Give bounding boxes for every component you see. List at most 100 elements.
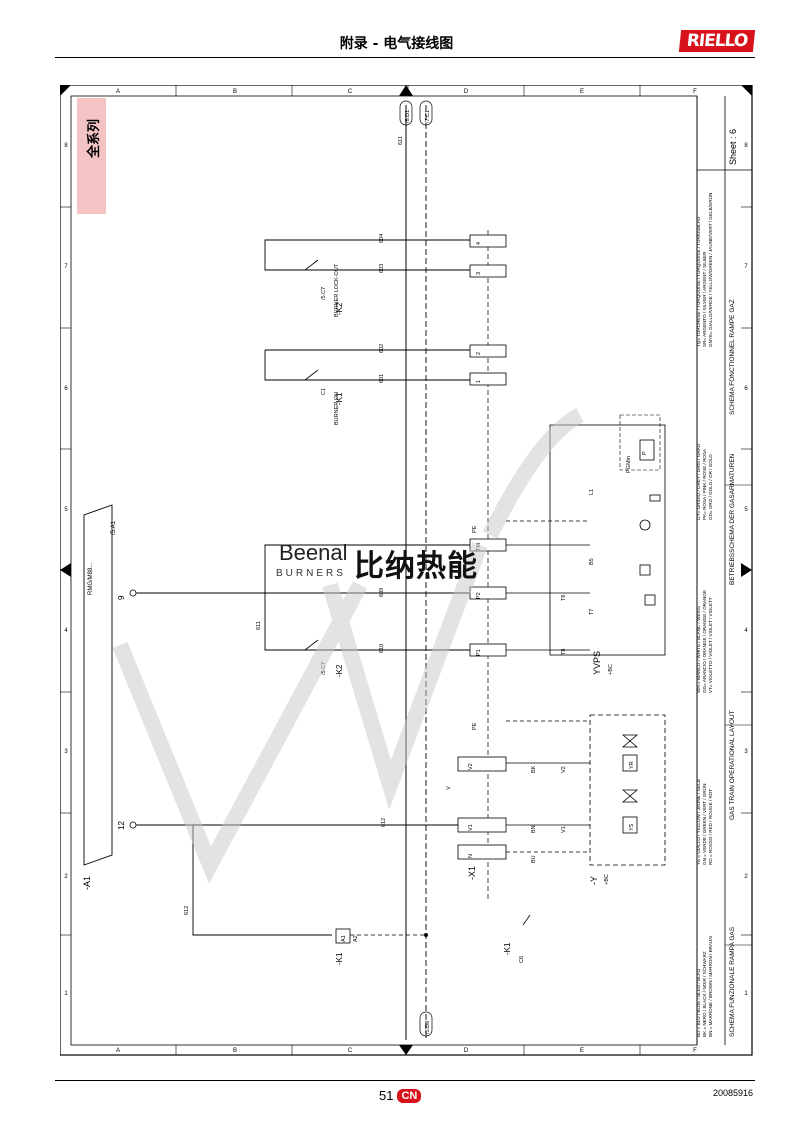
row-letter: F: [693, 1048, 697, 1054]
diagram-label: N: [468, 854, 474, 858]
document-code: 20085916: [712, 1088, 753, 1098]
footer-divider: [55, 1080, 755, 1081]
col-number: 8: [744, 143, 748, 149]
yvps-group: [549, 424, 666, 656]
sheet-number: Sheet : 6: [728, 129, 738, 165]
row-letter: A: [116, 1048, 120, 1054]
diagram-label: A2: [353, 935, 359, 942]
diagram-label: YR: [629, 761, 635, 769]
col-number: 3: [744, 749, 748, 755]
x1-label: -X1: [467, 866, 477, 880]
diagram-label: T7: [589, 609, 595, 615]
wire-label: 602: [379, 344, 385, 353]
col-number: 7: [744, 264, 748, 270]
page-number: 51 CN: [379, 1088, 422, 1103]
legend-item: VT= VIOLETTO / VIOLET / VIOLET / VIOLETT: [708, 597, 713, 693]
diagram-label: V2: [561, 766, 567, 773]
wire-label: 610: [379, 644, 385, 653]
legend-item: YE = GIALLO / YELLOW / JAUNE / GELB: [696, 779, 701, 865]
diagram-label: V1: [468, 824, 474, 831]
legend-item: BN = MARRONE / BROWN / MARRON / BRAUN: [708, 936, 713, 1037]
row-letter: C: [348, 1048, 353, 1054]
diagram-label: PGMin: [626, 456, 632, 473]
a1-label: -A1: [82, 876, 92, 890]
watermark-brand: Beenal: [279, 540, 348, 565]
legend-item: GD= ORO / GOLD / OR / GOLD: [708, 454, 713, 520]
relay-k1-on: -K1: [335, 392, 344, 405]
diagram-label: P1: [476, 649, 482, 656]
watermark-brand-cn: 比纳热能: [354, 549, 478, 584]
relay-k1-aux: -K1: [503, 942, 512, 955]
page-title: 附录 - 电气接线图: [339, 36, 454, 52]
ref-tag: /8.D1: [405, 110, 411, 123]
row-letter: C: [348, 89, 353, 95]
diagram-label: T6: [561, 595, 567, 601]
wire-label: 603: [379, 264, 385, 273]
col-number: 6: [744, 386, 748, 392]
diagram-label: PE: [472, 722, 478, 730]
diagram-label: P: [642, 451, 648, 455]
col-number: 4: [744, 628, 748, 634]
ref-tag: /7.C1: [425, 110, 431, 123]
col-number: 1: [744, 991, 748, 997]
wiring-diagram: A B C D E F A B C D E F 1 2 3 4 5 6 7 8 …: [60, 85, 753, 1056]
diagram-label: 4: [476, 242, 482, 245]
diagram-label: +BC: [604, 874, 610, 885]
legend-item: TQ= TURCHESE / TURQUOISE / TURQUOISE / T…: [696, 217, 701, 347]
valve-y-label: -Y: [589, 876, 599, 885]
wire-label: 604: [379, 234, 385, 243]
legend-item: GNYE= GIALLO/VERDE / YELLOW/GREEN / JAUN…: [707, 193, 713, 347]
diagram-label: BK: [531, 765, 537, 773]
row-letter: A: [116, 89, 120, 95]
wire-label: 611: [398, 136, 404, 145]
language-badge: CN: [397, 1088, 422, 1103]
diagram-label: BU: [531, 855, 537, 863]
relay-k2-lock: -K2: [335, 302, 344, 315]
terminal-label: 9: [117, 595, 126, 600]
diagram-label: L1: [589, 489, 595, 495]
row-letter: D: [464, 89, 469, 95]
wire-label: 612: [184, 906, 190, 915]
row-letter: E: [580, 1048, 584, 1054]
page-number-value: 51: [379, 1088, 394, 1103]
a1-model: RMG/M88...: [88, 562, 94, 595]
wire-label: 612: [381, 818, 387, 827]
diagram-label: 1: [476, 380, 482, 383]
terminal-label: 12: [117, 821, 126, 830]
watermark-brand-sub: BURNERS: [276, 568, 346, 579]
a1-ref: /5.A1: [111, 520, 117, 535]
diagram-label: V2: [468, 763, 474, 770]
legend-item: WH = BIANCO / WHITE / BLANC / WEISS: [696, 606, 701, 693]
col-number: 7: [64, 264, 68, 270]
header-divider: [55, 57, 755, 58]
legend-item: GN = VERDE / GREEN / VERT / GRÜN: [701, 784, 707, 865]
legend-item: SR= ARGENTO / SILVER / ARGENT / SILBER: [702, 251, 707, 347]
diagram-label: PE: [472, 525, 478, 533]
wire-label: 601: [379, 374, 385, 383]
row-letter: D: [464, 1048, 469, 1054]
col-number: 3: [64, 749, 68, 755]
diagram-label: V: [446, 786, 452, 790]
diagram-label: YS: [629, 823, 635, 831]
legend-item: OG= ARANCIO / ORANGE / ORANGE / ORANGE: [702, 590, 707, 693]
legend-item: PK= ROSA / PINK / ROSE / ROSA: [702, 448, 707, 520]
title-de: BETRIEBSSCHEMA DER GASARMATUREN: [729, 453, 736, 585]
col-number: 2: [64, 874, 68, 880]
col-number: 2: [744, 874, 748, 880]
legend-item: BK = NERO / BLACK / NOIR / SCHWARZ: [702, 951, 707, 1037]
diagram-label: V1: [561, 826, 567, 833]
diagram-label: B5: [589, 558, 595, 565]
col-number: 6: [64, 386, 68, 392]
row-letter: F: [693, 89, 697, 95]
legend-item: GY= GRIGIO / GREY / GRIS / GRAU: [696, 444, 701, 520]
relay-k2-low: -K2: [335, 664, 344, 677]
row-letter: B: [233, 1048, 237, 1054]
legend-item: RD = ROSSO / RED / ROUGE / ROT: [708, 789, 713, 865]
diagram-label: 3: [476, 272, 482, 275]
wire-label: 611: [256, 621, 262, 630]
col-number: 5: [64, 507, 68, 513]
title-fr: SCHEMA FONCTIONNEL RAMPE GAZ: [729, 299, 736, 415]
ref-tag: /5.D8: [425, 1021, 431, 1034]
diagram-label: +BC: [608, 664, 614, 675]
diagram-label: 2: [476, 352, 482, 355]
